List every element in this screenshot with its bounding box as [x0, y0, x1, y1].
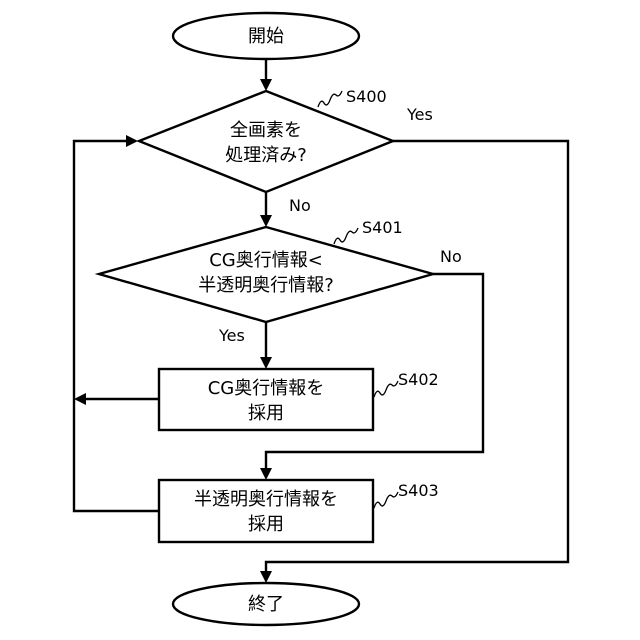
arrow-s400-to-s401 — [260, 192, 272, 227]
s402-line-2: 採用 — [248, 403, 284, 424]
s400-step-squiggle — [318, 91, 342, 107]
end-terminal: 終了 — [173, 583, 359, 625]
s401-yes-label: Yes — [218, 326, 245, 345]
s400-step-label: S400 — [346, 87, 387, 106]
end-label: 終了 — [248, 594, 284, 615]
process-s403: 半透明奥行情報を 採用 — [159, 480, 373, 542]
start-label: 開始 — [248, 26, 284, 47]
s400-line-1: 全画素を — [230, 120, 302, 141]
s401-step-label: S401 — [362, 218, 403, 237]
s403-step-label: S403 — [398, 481, 439, 500]
s403-line-1: 半透明奥行情報を — [194, 489, 338, 510]
s400-no-label: No — [289, 196, 311, 215]
s401-line-1: CG奥行情報< — [209, 250, 323, 271]
arrow-loop-back-to-s400 — [74, 135, 159, 511]
decision-s401: CG奥行情報< 半透明奥行情報? — [99, 227, 433, 322]
process-s402: CG奥行情報を 採用 — [159, 369, 373, 430]
arrow-s402-to-loop — [74, 393, 159, 405]
s402-step-label: S402 — [398, 370, 439, 389]
s403-line-2: 採用 — [248, 514, 284, 535]
s400-line-2: 処理済み? — [225, 145, 307, 166]
s402-line-1: CG奥行情報を — [208, 378, 325, 399]
arrow-s401-to-s402 — [260, 322, 272, 369]
s401-line-2: 半透明奥行情報? — [198, 275, 334, 296]
s403-step-squiggle — [374, 492, 398, 508]
decision-s400: 全画素を 処理済み? — [139, 91, 393, 192]
s401-step-squiggle — [334, 228, 358, 244]
s400-yes-label: Yes — [406, 105, 433, 124]
start-terminal: 開始 — [173, 13, 359, 59]
s401-no-label: No — [440, 247, 462, 266]
arrow-start-to-s400 — [260, 59, 272, 91]
s402-step-squiggle — [374, 381, 398, 397]
